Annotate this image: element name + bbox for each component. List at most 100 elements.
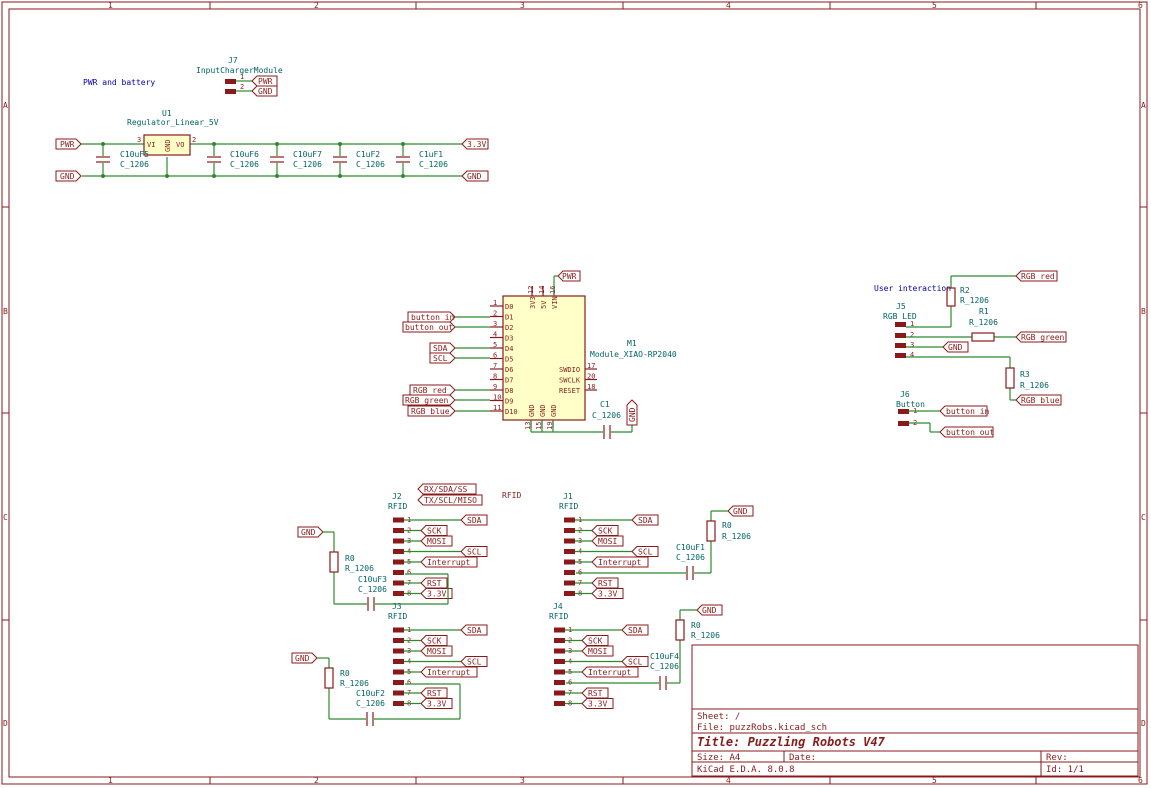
net-label-button-in-m1[interactable]: button_in <box>407 311 456 323</box>
cap-c1[interactable]: C1 C_1206 <box>592 400 621 439</box>
net-label-text: RST <box>588 689 603 698</box>
net-label-sck-j2[interactable]: SCK <box>420 525 448 536</box>
svg-text:U1: U1 <box>162 109 172 118</box>
net-label-mosi-j1[interactable]: MOSI <box>591 535 624 547</box>
j5-rgb-led[interactable]: J5 RGB LED 1 2 3 4 <box>883 302 917 359</box>
net-label-pwr-j7[interactable]: PWR <box>251 75 278 87</box>
j6-button[interactable]: J6 Button 1 2 <box>896 390 925 427</box>
net-label-rgb-blue-j5[interactable]: RGB_blue <box>1015 394 1062 406</box>
net-label-button-in-j6[interactable]: button_in <box>939 405 990 417</box>
net-label-rgb-blue-m1[interactable]: RGB_blue <box>407 405 456 417</box>
net-label-rgb-green-j5[interactable]: RGB_green <box>1015 331 1067 343</box>
net-label-rst-j2[interactable]: RST <box>420 577 448 589</box>
m1-pin-num: 14 <box>538 286 546 294</box>
m1-pin-num: 5 <box>493 341 497 349</box>
net-label-gnd-j3[interactable]: GND <box>291 652 318 664</box>
net-label-gnd-j1[interactable]: GND <box>727 505 754 517</box>
net-label-sda-j1[interactable]: SDA <box>631 514 659 526</box>
svg-text:J7: J7 <box>228 56 238 65</box>
rfid-pin-pad <box>393 638 404 643</box>
net-label-interrupt-j4[interactable]: Interrupt <box>581 666 639 678</box>
net-label-rst-j1[interactable]: RST <box>591 577 619 589</box>
net-label-gnd-j4[interactable]: GND <box>696 604 723 616</box>
cap-c10uf4[interactable]: C10uF4 C_1206 <box>650 652 679 690</box>
net-label-gnd-out[interactable]: GND <box>461 170 489 182</box>
rfid-pin-num: 6 <box>407 679 411 687</box>
net-label-scl-j2[interactable]: SCL <box>460 546 488 557</box>
net-label-mosi-j4[interactable]: MOSI <box>581 645 614 657</box>
m1-pin-num: 11 <box>493 404 501 412</box>
cap-c10uf2[interactable]: C10uF2 C_1206 <box>356 689 385 726</box>
j7-connector[interactable]: J7 InputChargerModule 1 2 <box>196 56 283 94</box>
resistor-r1[interactable]: R1 R_1206 <box>969 307 998 342</box>
net-label-v33-j4[interactable]: 3.3V <box>581 698 614 709</box>
net-label-mosi-j3[interactable]: MOSI <box>420 645 453 657</box>
rfid-ref: J1 <box>563 492 573 501</box>
cap-c1uf1[interactable]: C1uF1 C_1206 <box>396 144 448 176</box>
net-label-rgb-green-m1[interactable]: RGB_green <box>402 394 456 406</box>
net-label-pwr-m1[interactable]: PWR <box>557 270 581 282</box>
net-label-interrupt-j2[interactable]: Interrupt <box>420 556 478 568</box>
resistor-r2[interactable]: R2 R_1206 <box>946 286 989 307</box>
net-label-interrupt-j3[interactable]: Interrupt <box>420 666 478 678</box>
tb-rev: Rev: <box>1046 753 1068 763</box>
m1-pin-num: 16 <box>549 286 557 294</box>
svg-text:C1uF2: C1uF2 <box>356 150 380 159</box>
svg-text:RGB_blue: RGB_blue <box>411 407 450 416</box>
net-label-rgb-red-j5[interactable]: RGB_red <box>1015 270 1058 282</box>
net-label-rgb-red-m1[interactable]: RGB_red <box>409 384 456 396</box>
net-label-v33-j1[interactable]: 3.3V <box>591 588 624 599</box>
net-label-sck-j4[interactable]: SCK <box>581 635 609 646</box>
resistor-r0-j3[interactable]: R0 R_1206 <box>324 667 369 689</box>
resistor-r3[interactable]: R3 R_1206 <box>1005 367 1049 390</box>
net-label-interrupt-j1[interactable]: Interrupt <box>591 556 649 568</box>
u1-regulator[interactable]: U1 Regulator_Linear_5V VI VO GND 3 2 <box>127 109 219 156</box>
net-label-sda-j4[interactable]: SDA <box>621 624 649 636</box>
net-label-gnd-in[interactable]: GND <box>55 170 82 182</box>
net-label-sda-j3[interactable]: SDA <box>460 624 488 636</box>
net-label-gnd-j7[interactable]: GND <box>251 85 278 97</box>
net-label-scl-m1[interactable]: SCL <box>429 352 456 364</box>
cap-c1uf2[interactable]: C1uF2 C_1206 <box>333 144 385 176</box>
net-label-scl-j4[interactable]: SCL <box>621 656 649 667</box>
cap-c10uf7[interactable]: C10uF7 C_1206 <box>270 144 322 176</box>
net-label-v33-j2[interactable]: 3.3V <box>420 588 453 599</box>
resistor-r0-j1[interactable]: R0 R_1206 <box>706 520 751 542</box>
net-label-sck-j3[interactable]: SCK <box>420 635 448 646</box>
cap-c10uf3[interactable]: C10uF3 C_1206 <box>358 575 387 611</box>
m1-pin-gnd: GND <box>550 404 558 417</box>
net-label-sda-j2[interactable]: SDA <box>460 514 488 526</box>
net-label-tx[interactable]: TX/SCL/MISO <box>417 494 483 506</box>
net-label-gnd-j5[interactable]: GND <box>942 341 969 353</box>
net-label-gnd-j2[interactable]: GND <box>297 526 324 538</box>
net-label-scl-j3[interactable]: SCL <box>460 656 488 667</box>
net-label-v33-j3[interactable]: 3.3V <box>420 698 453 709</box>
cap-c10uf1[interactable]: C10uF1 C_1206 <box>676 543 705 580</box>
net-label-mosi-j2[interactable]: MOSI <box>420 535 453 547</box>
net-label-rst-j4[interactable]: RST <box>581 687 609 699</box>
m1-pin-gnd: GND <box>528 404 536 417</box>
net-label-sck-j1[interactable]: SCK <box>591 525 619 536</box>
net-label-scl-j1[interactable]: SCL <box>631 546 659 557</box>
cap-c10uf5[interactable]: C10uF5 C_1206 <box>96 144 149 176</box>
net-label-rst-j3[interactable]: RST <box>420 687 448 699</box>
svg-text:GND: GND <box>948 343 963 352</box>
resistor-r0-j2[interactable]: R0 R_1206 <box>329 551 374 573</box>
net-label-gnd-m1[interactable]: GND <box>626 399 638 426</box>
net-label-33v-out[interactable]: 3.3V <box>461 138 489 150</box>
net-label-button-out-j6[interactable]: button_out <box>939 426 994 438</box>
net-label-pwr-in[interactable]: PWR <box>55 138 82 150</box>
m1-xiao-rp2040[interactable]: M1 Module_XIAO-RP2040 D01D12D23D34D45D56… <box>490 286 677 430</box>
m1-pin-num: 2 <box>493 310 497 318</box>
resistor-r0-j4[interactable]: R0 R_1206 <box>675 619 720 641</box>
col-label-1-bottom: 1 <box>108 776 113 785</box>
net-label-button-out-m1[interactable]: button_out <box>402 321 456 333</box>
cap-c10uf6[interactable]: C10uF6 C_1206 <box>207 144 259 176</box>
net-label-rx[interactable]: RX/SDA/SS <box>417 483 477 495</box>
net-label-sda-m1[interactable]: SDA <box>429 342 456 354</box>
m1-pin-num: 7 <box>493 362 497 370</box>
